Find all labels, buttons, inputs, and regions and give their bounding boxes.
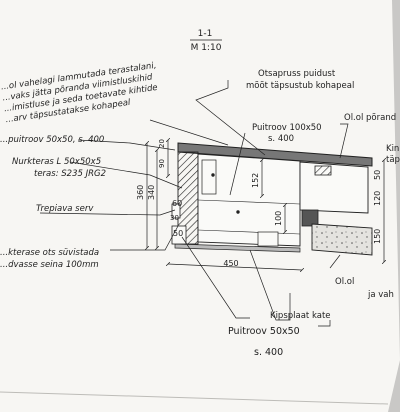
beam-body xyxy=(197,153,301,247)
dim-20: 20 xyxy=(158,139,166,148)
note-puitroov100-line2: s. 400 xyxy=(268,134,294,144)
leader-lines xyxy=(39,80,349,327)
note-otsapruss-line1: Otsapruss puidust xyxy=(258,69,336,79)
dimension-lines xyxy=(147,140,384,270)
section-number: 1-1 xyxy=(198,29,213,39)
dim-120: 120 xyxy=(373,191,382,206)
note-tap: täp xyxy=(386,155,400,165)
dim-90: 90 xyxy=(158,159,166,168)
note-otsapruss-line2: mõõt täpsustub kohapeal xyxy=(246,81,354,91)
note-olol-porand: Ol.ol põrand xyxy=(344,113,396,123)
note-paint-line1: ...kterase ots süvistada xyxy=(0,248,99,258)
concrete-slab xyxy=(311,223,373,256)
section-scale: M 1:10 xyxy=(191,43,222,53)
paper-edge xyxy=(0,391,389,405)
dim-50-right: 50 xyxy=(373,170,382,180)
floor-slab-top xyxy=(177,142,373,167)
note-olol-bottom-line2: ja vah xyxy=(367,290,394,300)
note-nurkteras-line2: teras: S235 JRG2 xyxy=(34,169,106,179)
dim-340: 340 xyxy=(147,185,156,200)
note-puitroov50-bottom-line2: s. 400 xyxy=(254,347,283,358)
note-paint-line2: ...dvasse seina 100mm xyxy=(0,260,99,270)
note-puitroov50-bottom-line1: Puitroov 50x50 xyxy=(228,326,300,337)
dim-30: 30 xyxy=(170,214,179,222)
inner-batten xyxy=(257,231,279,247)
dim-150: 150 xyxy=(373,229,382,244)
inner-box xyxy=(201,159,217,195)
dim-152: 152 xyxy=(251,173,260,188)
section-drawing xyxy=(171,142,373,256)
steel-profile xyxy=(301,209,319,227)
dim-60: 60 xyxy=(172,199,182,208)
note-puitroov100-line1: Puitroov 100x50 xyxy=(252,123,322,133)
note-kipsplaat: Kipsplaat kate xyxy=(270,311,331,321)
note-nurkteras-line1: Nurkteras L 50x50x5 xyxy=(12,157,101,167)
dim-450: 450 xyxy=(223,259,238,268)
right-upper-block xyxy=(299,161,369,214)
small-block xyxy=(314,165,332,176)
fastener-dot xyxy=(236,210,240,214)
gypsum-board xyxy=(174,243,301,253)
dim-360: 360 xyxy=(136,185,145,200)
dim-100: 100 xyxy=(274,211,283,226)
note-olol-bottom-line1: Ol.ol xyxy=(335,277,354,287)
note-trepiava: Trepiava serv xyxy=(36,204,94,214)
dim-50: 50 xyxy=(173,229,183,238)
note-kin: Kin xyxy=(386,144,399,154)
note-puitroov50-top: ...puitroov 50x50, s. 400 xyxy=(0,135,104,145)
fastener-dot-2 xyxy=(211,173,215,177)
